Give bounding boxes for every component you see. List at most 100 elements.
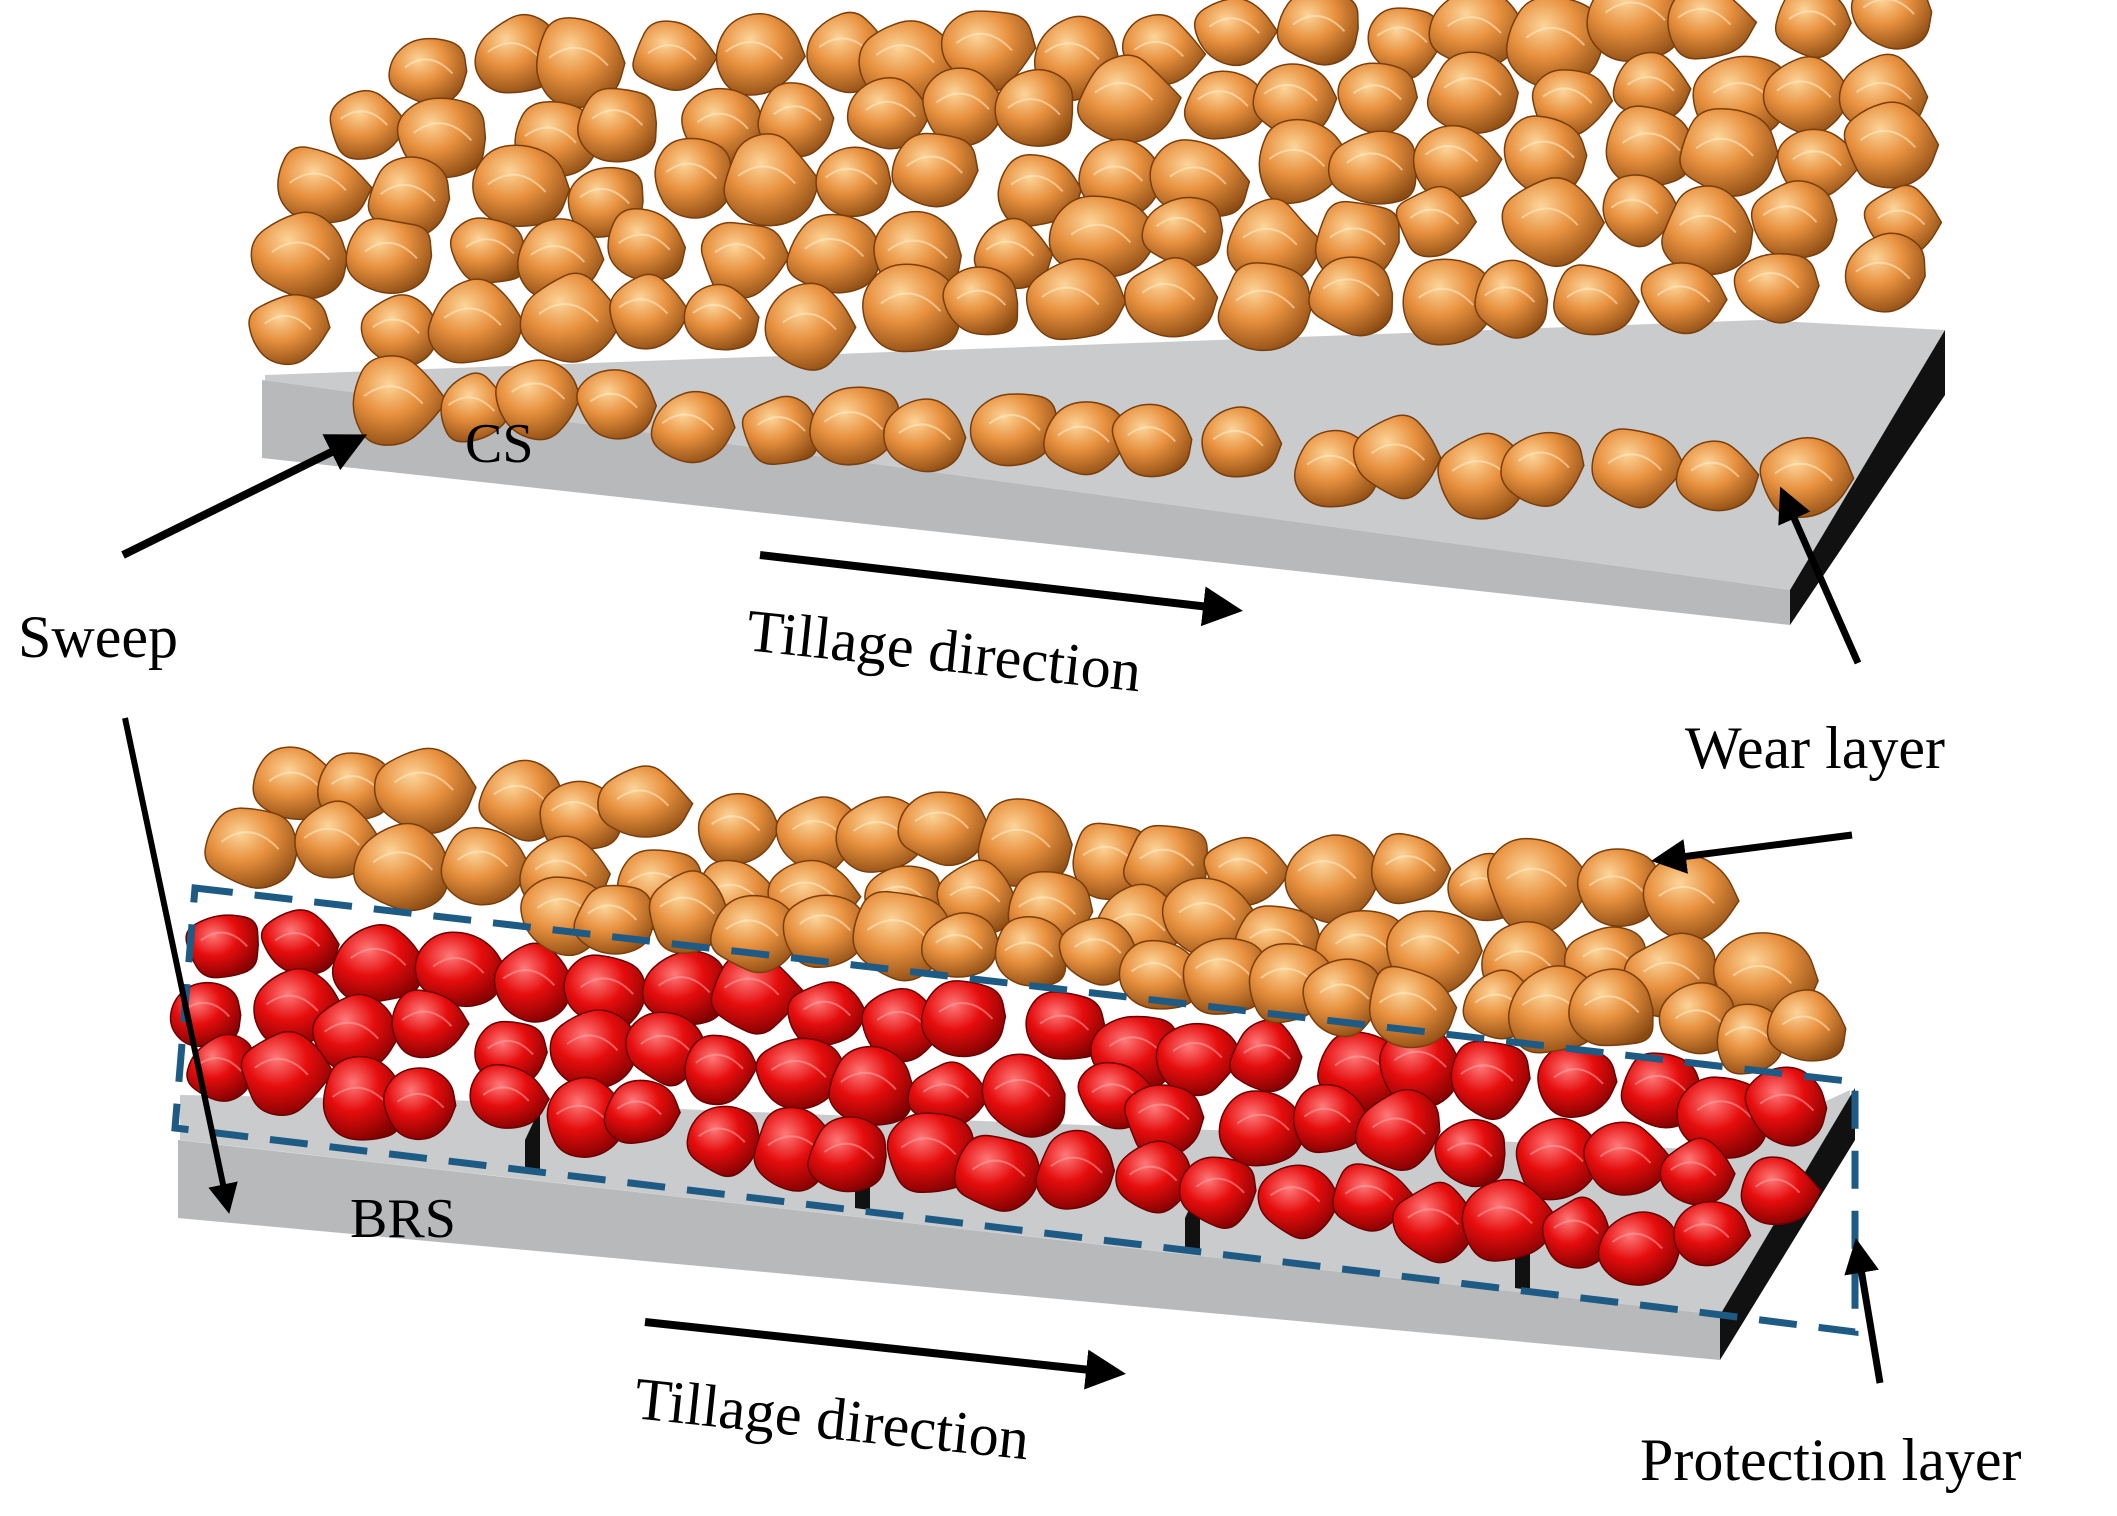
protection-particle-highlight xyxy=(657,976,711,994)
wear-particle xyxy=(1762,56,1853,136)
protection-particle-highlight xyxy=(1129,1165,1178,1182)
wear-particle xyxy=(891,132,979,208)
wear-particle xyxy=(1586,0,1689,62)
wear-particle-highlight xyxy=(1133,40,1185,58)
wear-particle xyxy=(1217,262,1313,352)
wear-particle xyxy=(1402,258,1498,346)
wear-particle-highlight xyxy=(880,292,942,312)
wear-particle-highlight xyxy=(456,850,509,868)
protection-particle xyxy=(1744,1066,1828,1147)
protection-particle-highlight xyxy=(1236,1113,1290,1131)
protection-particle xyxy=(1123,1084,1205,1158)
wear-particle-highlight xyxy=(1856,82,1912,100)
wear-particle-highlight xyxy=(725,919,779,937)
wear-particle-highlight xyxy=(1418,287,1474,306)
protection-layer-dashed-box xyxy=(171,884,1859,1336)
wear-particle-highlight xyxy=(1626,76,1675,92)
protection-particle xyxy=(907,1061,991,1128)
wear-particle xyxy=(1201,406,1283,478)
protection-layer-label: Protection layer xyxy=(1640,1427,2022,1493)
wear-particle-highlight xyxy=(710,815,761,832)
wear-particle-highlight xyxy=(1268,148,1326,167)
protection-particle xyxy=(684,1034,759,1106)
wear-particle xyxy=(1774,0,1852,59)
wear-particle-highlight xyxy=(591,109,644,126)
protection-particle-highlight xyxy=(579,977,634,995)
wear-particle xyxy=(1077,54,1182,144)
wear-particle-highlight xyxy=(1517,451,1570,469)
protection-particle-highlight xyxy=(1553,1068,1604,1085)
protection-particle-highlight xyxy=(803,1000,852,1017)
protection-particle-highlight xyxy=(196,1057,243,1072)
wear-particle-highlight xyxy=(647,44,697,61)
wear-particle-highlight xyxy=(1862,0,1915,15)
wear-particle xyxy=(922,67,1007,147)
wear-particle-highlight xyxy=(1484,286,1536,303)
wear-particle xyxy=(632,20,718,92)
sweep-arrow-to-cs xyxy=(121,434,368,559)
wear-particle-highlight xyxy=(1400,935,1460,955)
wear-particle-highlight xyxy=(665,162,718,180)
wear-particle xyxy=(994,68,1074,147)
protection-particle-highlight xyxy=(486,1039,534,1056)
brs-plate-front-face xyxy=(178,1140,1720,1360)
wear-particle-highlight xyxy=(1695,137,1754,157)
wear-particle xyxy=(942,266,1019,336)
protection-particle-highlight xyxy=(1050,1156,1103,1174)
wear-particle xyxy=(1591,428,1687,509)
wear-particle-highlight xyxy=(865,100,917,118)
wear-particle xyxy=(741,395,818,465)
protection-particle-highlight xyxy=(1754,1178,1801,1194)
protection-particle-highlight xyxy=(1039,1014,1090,1031)
wear-particle-highlight xyxy=(985,240,1035,257)
protection-particle-highlight xyxy=(397,1093,445,1109)
wear-particle-highlight xyxy=(1235,289,1296,309)
wear-particles-brs xyxy=(204,746,1847,1075)
wear-particle-highlight xyxy=(618,298,669,315)
protection-particle-highlight xyxy=(938,1002,994,1020)
protection-particle-highlight xyxy=(1599,1147,1652,1164)
wear-particle-highlight xyxy=(1329,227,1386,246)
wear-particle-highlight xyxy=(823,411,884,431)
wear-layer-arrow-bottom xyxy=(1651,831,1853,874)
protection-particle-highlight xyxy=(1460,1064,1514,1082)
wear-particle xyxy=(1276,0,1359,66)
protection-particle-highlight xyxy=(200,931,248,948)
wear-particle-highlight xyxy=(579,188,630,205)
wear-particle-highlight xyxy=(1263,83,1318,102)
wear-layer-arrow-top xyxy=(1778,486,1862,665)
wear-particle-highlight xyxy=(1774,462,1833,482)
wear-particle-highlight xyxy=(1678,214,1737,234)
protection-particle-highlight xyxy=(1759,1093,1815,1112)
protection-particle-highlight xyxy=(823,1142,875,1160)
protection-particle-highlight xyxy=(840,1071,897,1090)
wear-particle xyxy=(607,207,687,282)
wear-particle-highlight xyxy=(1525,26,1586,46)
wear-particle-highlight xyxy=(1041,286,1100,306)
wear-particle xyxy=(897,791,990,867)
protection-particle-highlight xyxy=(502,969,556,986)
brs-plate-side-face xyxy=(1720,1088,1855,1360)
wear-particle-highlight xyxy=(1674,1009,1724,1026)
protection-particle-highlight xyxy=(556,1104,608,1122)
wear-particle xyxy=(683,283,760,351)
wear-particle-highlight xyxy=(221,831,280,850)
wear-particle-highlight xyxy=(487,42,542,60)
wear-particle xyxy=(1284,834,1383,924)
wear-particle xyxy=(367,156,451,238)
protection-particle xyxy=(1515,1117,1604,1201)
wear-particle xyxy=(248,293,331,366)
wear-particle-highlight xyxy=(530,245,586,263)
protection-particle-highlight xyxy=(254,1057,309,1076)
wear-particle-highlight xyxy=(1859,129,1917,148)
wear-particle-highlight xyxy=(271,241,331,261)
wear-particle xyxy=(809,386,902,466)
protection-particle xyxy=(920,980,1007,1058)
wear-particle-highlight xyxy=(524,126,577,144)
wear-particle-highlight xyxy=(1249,928,1304,946)
protection-particle-highlight xyxy=(1393,1050,1447,1068)
wear-particle-highlight xyxy=(782,312,837,331)
cs-plate-side-face xyxy=(1790,330,1945,625)
wear-particle xyxy=(1252,63,1338,141)
wear-particle-highlight xyxy=(988,414,1041,431)
